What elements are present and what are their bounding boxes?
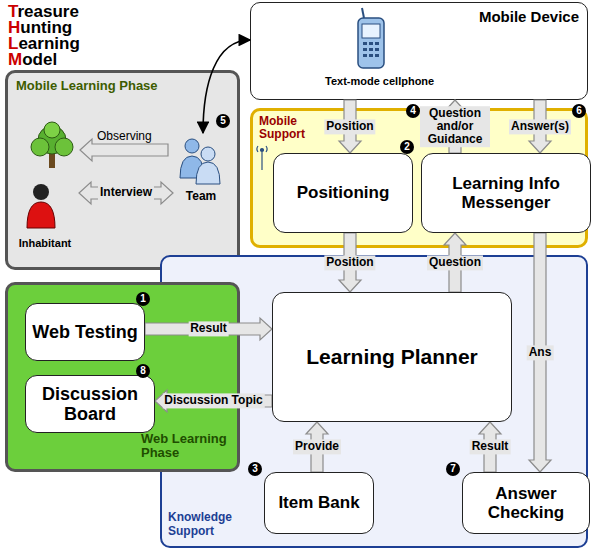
callout-number: 5 — [216, 114, 230, 128]
title-word: Treasure — [8, 4, 79, 20]
edge-label: Question and/or Guidance — [420, 106, 490, 148]
box-label: Learning Info Messenger — [422, 174, 590, 212]
callout-number: 2 — [400, 140, 414, 154]
edge-label: Position — [324, 255, 375, 270]
edge-label: Position — [324, 119, 375, 134]
title-word: Model — [8, 52, 57, 68]
inhabitant-node: Inhabitant — [11, 183, 79, 249]
edge-label: Ans — [527, 345, 554, 360]
action-label: Observing — [97, 129, 152, 143]
panel-title: Mobile Device — [479, 9, 579, 26]
edge-label: Interview — [98, 185, 154, 200]
phase-panel: Web Learning Phase Web TestingDiscussion … — [5, 282, 240, 472]
device-caption: Text-mode cellphone — [325, 75, 434, 87]
edge-label: Result — [188, 321, 229, 336]
callout-number: 3 — [248, 462, 262, 476]
edge-label: Answer(s) — [509, 119, 571, 134]
title-word: Hunting — [8, 20, 72, 36]
panel-title: Knowledge Support — [168, 511, 252, 538]
device-panel: Mobile DeviceText-mode cellphone — [250, 2, 588, 100]
icon-label: Inhabitant — [19, 237, 72, 249]
box-label: Answer Checking — [463, 484, 589, 522]
box-label: Web Testing — [32, 322, 137, 342]
team-node: Team — [173, 135, 229, 203]
edge-label: Question — [427, 255, 483, 270]
edge-label: Provide — [293, 439, 341, 454]
panel-title: Mobile Support — [259, 115, 319, 142]
title-word: Learning — [8, 36, 80, 52]
panel-title: Mobile Learning Phase — [16, 79, 158, 94]
process-box: Item Bank — [264, 472, 374, 534]
callout-number: 1 — [136, 292, 150, 306]
box-label: Learning Planner — [306, 345, 478, 369]
box-label: Item Bank — [278, 493, 359, 512]
process-box: Learning Info Messenger — [421, 153, 591, 233]
process-box: Answer Checking — [462, 472, 590, 534]
edge-label: Discussion Topic — [162, 393, 264, 408]
process-box: Learning Planner — [272, 292, 512, 422]
box-label: Positioning — [297, 183, 390, 202]
edge-label: Result — [470, 439, 511, 454]
process-box: Discussion Board — [25, 375, 155, 433]
callout-number: 7 — [446, 462, 460, 476]
icon-label: Team — [186, 190, 216, 203]
callout-number: 6 — [572, 104, 586, 118]
panel-title: Web Learning Phase — [141, 432, 227, 461]
process-box: Positioning — [273, 153, 413, 233]
callout-number: 8 — [136, 364, 150, 378]
callout-number: 4 — [406, 104, 420, 118]
process-box: Web Testing — [25, 303, 145, 361]
box-label: Discussion Board — [26, 384, 154, 424]
